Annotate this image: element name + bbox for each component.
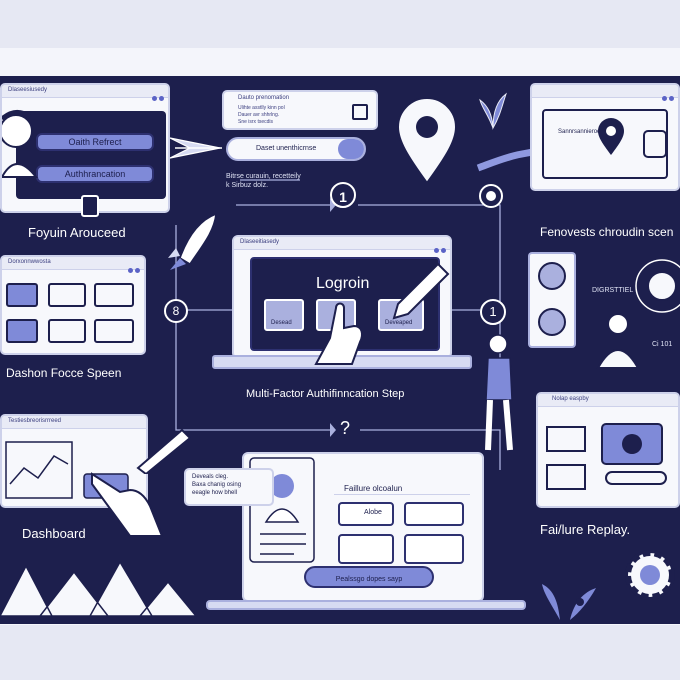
replay-window-titlebar: Nolap easpby [538, 394, 678, 407]
dataset-pill[interactable]: Daset unenthicrnse [226, 137, 366, 161]
question-step-label: ? [339, 418, 350, 438]
dashboard-window-title: Testiesbreorisrrreed [8, 418, 62, 424]
step-1-right: 1 [480, 299, 506, 325]
face-id-icon [538, 308, 566, 336]
fenovests-label: Fenovests chroudin scen [540, 225, 674, 239]
right-caption: Ci 101 [652, 341, 673, 348]
dashboard-window-titlebar: Testiesbreorisrrreed [2, 416, 146, 429]
failure-tile-3[interactable] [338, 534, 394, 564]
notification-close-button[interactable] [352, 104, 368, 120]
step-1-right-label: 1 [489, 304, 497, 319]
authentication-button[interactable]: Authhrancation [36, 165, 154, 183]
hand-icon [643, 130, 667, 158]
phone-icon [81, 195, 99, 217]
mfa-label: Multi-Factor Authifinncation Step [246, 388, 405, 400]
dashon-window: Dorxonnwwosta [0, 255, 146, 355]
notification-line-3: Sne isrx tsecdis [238, 119, 274, 125]
dashon-label: Dashon Focce Speen [6, 366, 122, 380]
failure-laptop-base [206, 600, 526, 610]
gear-icon [625, 550, 675, 600]
login-window-titlebar: Dlaseeitiasedy [234, 237, 450, 253]
forum-label: Foyuin Arouceed [28, 225, 126, 240]
map-window-title: Sannrsannieroe [558, 129, 601, 135]
failure-footer-pill[interactable]: Pealssgo dopes sayp [304, 566, 434, 588]
login-option-left[interactable]: Desead [264, 299, 304, 331]
pencil-icon [392, 262, 450, 320]
user-avatar-icon [2, 110, 39, 178]
window-controls[interactable] [150, 88, 164, 106]
failure-tile-4[interactable] [404, 534, 464, 564]
plant-icon [542, 584, 596, 620]
notification-title: Dauto prenomation [238, 95, 290, 101]
window-controls[interactable] [660, 88, 674, 106]
login-option-right-label: Deveaped [385, 320, 413, 326]
step-1-top: 1 [330, 182, 356, 208]
dashon-tile-3[interactable] [94, 283, 134, 307]
dashon-window-titlebar: Dorxonnwwosta [2, 257, 144, 273]
replay-thumb-1[interactable] [546, 426, 586, 452]
window-controls[interactable] [432, 240, 446, 258]
failure-popup: Deveals cleg. Baxa chanig osing eeagle h… [184, 468, 274, 506]
replay-window-title: Nolap easpby [552, 396, 589, 402]
leaf-icon [479, 92, 507, 130]
pen-icon [136, 428, 192, 474]
dashon-tile-5[interactable] [48, 319, 86, 343]
fingerprint-card [528, 252, 576, 348]
replay-thumb-2[interactable] [546, 464, 586, 490]
replay-window: Nolap easpby [536, 392, 680, 508]
failure-footer-label: Pealssgo dopes sayp [335, 576, 403, 583]
location-pin-icon [396, 97, 458, 185]
replay-player-icon [601, 423, 667, 485]
mountains-decoration [0, 560, 198, 617]
failure-popup-text: Deveals cleg. Baxa chanig osing eeagle h… [192, 474, 242, 496]
oauth-window: Dlaseesiusedy Oaith Refrect Authhrancati… [0, 83, 170, 213]
notification-caption: Bitrse curauin, recetteily k Sirbuz dolz… [226, 173, 301, 189]
notification-line-1: Ulihte asstlly kinn pol [238, 105, 285, 111]
failure-tile-1[interactable]: Alobe [338, 502, 394, 526]
notification-line-2: Dauer avr shhrlng. [238, 112, 280, 118]
failure-tile-2[interactable] [404, 502, 464, 526]
login-window-title: Dlaseeitiasedy [240, 239, 280, 245]
rocket-icon [168, 212, 217, 270]
login-option-left-label: Desead [271, 320, 292, 326]
question-step: ? [333, 418, 357, 446]
person-avatar-icon [596, 313, 640, 369]
failure-tile-1-label: Alobe [364, 509, 382, 516]
top-margin [0, 0, 680, 48]
map-pin-icon [598, 118, 624, 155]
oauth-window-title: Dlaseesiusedy [8, 87, 48, 93]
dashon-tile-6[interactable] [94, 319, 134, 343]
failure-title: Faillure olcoalun [344, 484, 403, 493]
bottom-margin [0, 625, 680, 680]
dashboard-label: Dashboard [22, 526, 86, 541]
oauth-window-titlebar: Dlaseesiusedy [2, 85, 168, 101]
face-scan-icon [635, 259, 680, 313]
oauth-redirect-button[interactable]: Oaith Refrect [36, 133, 154, 151]
login-heading: Logroin [316, 275, 370, 292]
dashon-window-title: Dorxonnwwosta [8, 259, 51, 265]
step-8: 8 [164, 299, 188, 323]
tapping-hand-icon [91, 472, 164, 537]
target-icon [479, 184, 503, 208]
pointing-hand-icon [314, 302, 363, 365]
digital-caption: DIGRSTTIEL [592, 287, 634, 294]
fingerprint-icon [538, 262, 566, 290]
dataset-pill-label: Daset unenthicrnse [256, 145, 317, 152]
notification-popup: Dauto prenomation Ulihte asstlly kinn po… [222, 90, 378, 130]
step-1-top-label: 1 [339, 189, 347, 205]
person-figure [485, 334, 513, 451]
failure-replay-label: Fai/lure Replay. [540, 522, 631, 537]
map-window-titlebar [532, 85, 678, 101]
dashon-tile-1[interactable] [6, 283, 38, 307]
step-8-label: 8 [172, 304, 180, 318]
dashon-tile-4[interactable] [6, 319, 38, 343]
dashon-tile-2[interactable] [48, 283, 86, 307]
map-window: Sannrsannieroe [530, 83, 680, 191]
window-controls[interactable] [126, 260, 140, 278]
